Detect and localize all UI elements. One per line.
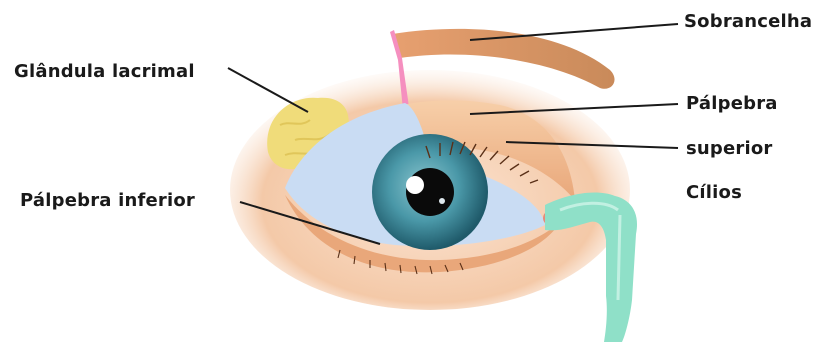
label-palpebra-superior-line1: Pálpebra [686, 95, 778, 113]
label-palpebra-superior-line2: superior [686, 140, 773, 158]
leader-glandula-lacrimal [228, 68, 308, 112]
label-palpebra-inferior: Pálpebra inferior [20, 192, 195, 210]
label-sobrancelha: Sobrancelha [684, 13, 812, 31]
pupil-highlight-small [439, 198, 445, 204]
label-cilios: Cílios [686, 184, 742, 202]
pupil-highlight [406, 176, 424, 194]
label-glandula-lacrimal: Glândula lacrimal [14, 63, 195, 81]
